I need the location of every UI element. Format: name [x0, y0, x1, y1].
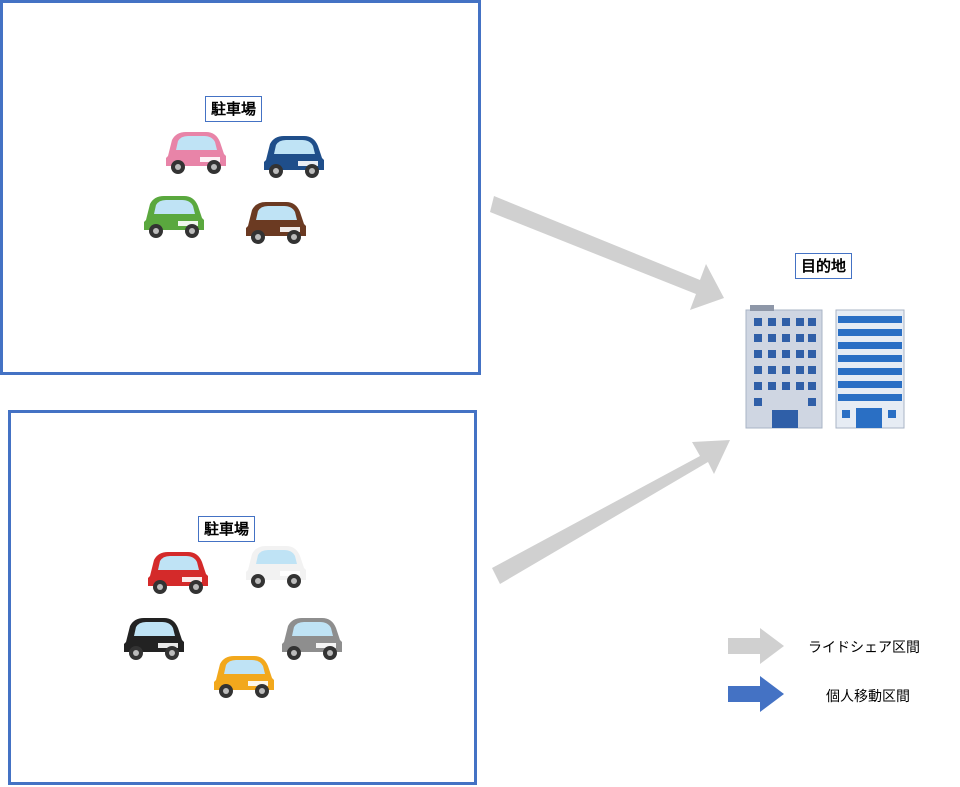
rideshare-arrow-top — [490, 196, 724, 310]
residential-area-bottom — [8, 410, 477, 785]
destination-label: 目的地 — [795, 253, 853, 279]
legend-individual-label: 個人移動区間 — [826, 689, 910, 705]
destination-building-right — [835, 309, 905, 429]
legend-rideshare-arrow — [728, 628, 784, 664]
residential-area-top — [0, 0, 481, 375]
destination-building-left — [745, 305, 823, 429]
legend-individual-arrow — [728, 676, 784, 712]
legend-rideshare-label: ライドシェア区間 — [808, 640, 920, 656]
parking-label-bottom: 駐車場 — [198, 516, 256, 542]
parking-label-top: 駐車場 — [205, 96, 263, 122]
rideshare-arrow-bottom — [492, 440, 730, 584]
